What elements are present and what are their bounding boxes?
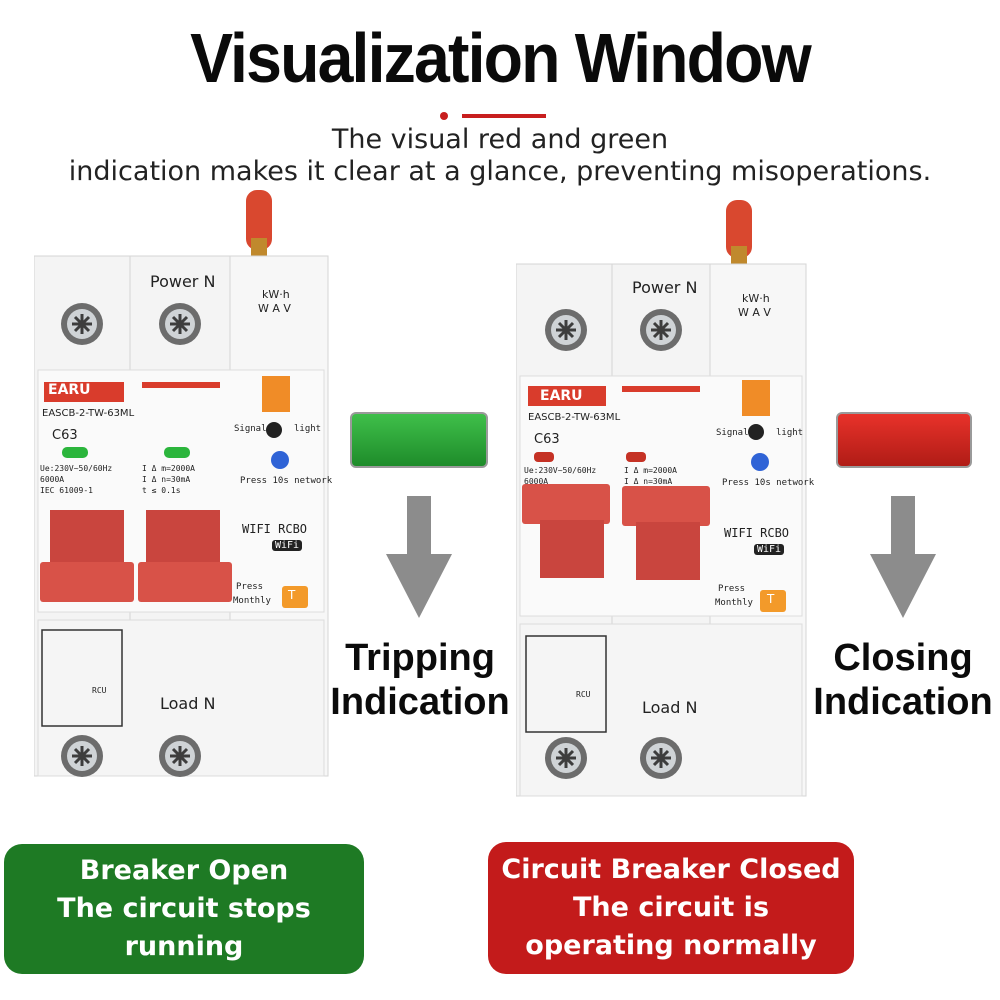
breaker-device-left: [34, 190, 329, 777]
title-dot: [440, 112, 448, 120]
press-net-right: Press 10s network: [722, 478, 815, 488]
spec1-left: Ue:230V~50/60Hz: [40, 464, 113, 473]
page-title: Visualization Window: [190, 19, 812, 97]
press-label-left: Press: [236, 582, 264, 592]
spec4-left: I Δ m=2000A: [142, 464, 195, 473]
spec1-right: Ue:230V~50/60Hz: [524, 466, 597, 475]
screw-bottom-mid: [159, 735, 201, 777]
breaker-closed-desc-2: operating normally: [525, 930, 817, 961]
screw-top-mid: [159, 303, 201, 345]
wifi-badge-left: WiFi: [272, 540, 303, 551]
status-lamp-1: [62, 447, 88, 458]
spec2-right: 6000A: [524, 477, 549, 486]
breaker-open-desc: The circuit stops running: [57, 893, 311, 962]
spec2-left: 6000A: [40, 475, 65, 484]
closing-indication-line-2: Indication: [813, 681, 993, 723]
closing-indication-line-1: Closing: [833, 637, 973, 679]
load-label-right: Load N: [642, 698, 698, 717]
light-label-left: light: [294, 424, 322, 434]
subtitle-line-2: indication makes it clear at a glance, p…: [68, 156, 932, 187]
breaker-open-box: Breaker Open The circuit stops running: [4, 844, 364, 974]
spec6-left: t ≤ 0.1s: [142, 486, 181, 495]
monthly-label-right: Monthly: [715, 598, 753, 608]
tripping-indication-line-1: Tripping: [345, 637, 495, 679]
brand-badge: [44, 382, 124, 402]
t-button-right: T: [767, 592, 775, 606]
rating-label-left: C63: [52, 428, 78, 443]
model-label-left: EASCB-2-TW-63ML: [42, 408, 135, 419]
subtitle-line-1: The visual red and green: [331, 124, 669, 155]
wav-label-left: W A V: [258, 302, 291, 315]
breaker-closed-box: Circuit Breaker Closed The circuit is op…: [488, 842, 854, 974]
signal-label-left: Signal: [234, 424, 267, 434]
wav-label-right: W A V: [738, 306, 771, 319]
rcu-label-left: RCU: [92, 686, 107, 695]
wifi-rcbo-left: WIFI RCBO: [242, 522, 308, 536]
screw-top-left: [61, 303, 103, 345]
brand-label-left: EARU: [48, 382, 91, 398]
down-arrow-icon: [870, 496, 936, 618]
green-indicator-lamp: [350, 412, 488, 468]
kwh-label-right: kW·h: [742, 292, 770, 305]
screw-bottom-left: [61, 735, 103, 777]
breaker-device-right: [516, 200, 807, 797]
wifi-rcbo-right: WIFI RCBO: [724, 526, 790, 540]
spec4-right: I Δ m=2000A: [624, 466, 677, 475]
load-label-left: Load N: [160, 694, 216, 713]
brand-label-right: EARU: [540, 388, 583, 404]
spec5-right: I Δ n=30mA: [624, 477, 673, 486]
press-net-left: Press 10s network: [240, 476, 333, 486]
red-indicator-lamp: [836, 412, 972, 468]
monthly-label-left: Monthly: [233, 596, 271, 606]
model-label-right: EASCB-2-TW-63ML: [528, 412, 621, 423]
rating-label-right: C63: [534, 432, 560, 447]
breaker-closed-title: Circuit Breaker Closed: [501, 854, 841, 885]
antenna: [246, 190, 272, 250]
breaker-open-title: Breaker Open: [79, 855, 289, 886]
rcu-label-right: RCU: [576, 690, 591, 699]
signal-label-right: Signal: [716, 428, 749, 438]
spec5-left: I Δ n=30mA: [142, 475, 191, 484]
light-label-right: light: [776, 428, 804, 438]
down-arrow-icon: [386, 496, 452, 618]
status-lamp-2: [164, 447, 190, 458]
breaker-closed-desc-1: The circuit is: [572, 892, 770, 923]
power-label-right: Power N: [632, 278, 698, 297]
spec3-left: IEC 61009-1: [40, 486, 93, 495]
title-underline: [462, 114, 546, 118]
t-button-left: T: [288, 588, 296, 602]
press-label-right: Press: [718, 584, 746, 594]
tripping-indication-line-2: Indication: [330, 681, 510, 723]
power-label-left: Power N: [150, 272, 216, 291]
antenna: [726, 200, 752, 258]
wifi-badge-right: WiFi: [754, 544, 785, 555]
kwh-label-left: kW·h: [262, 288, 290, 301]
